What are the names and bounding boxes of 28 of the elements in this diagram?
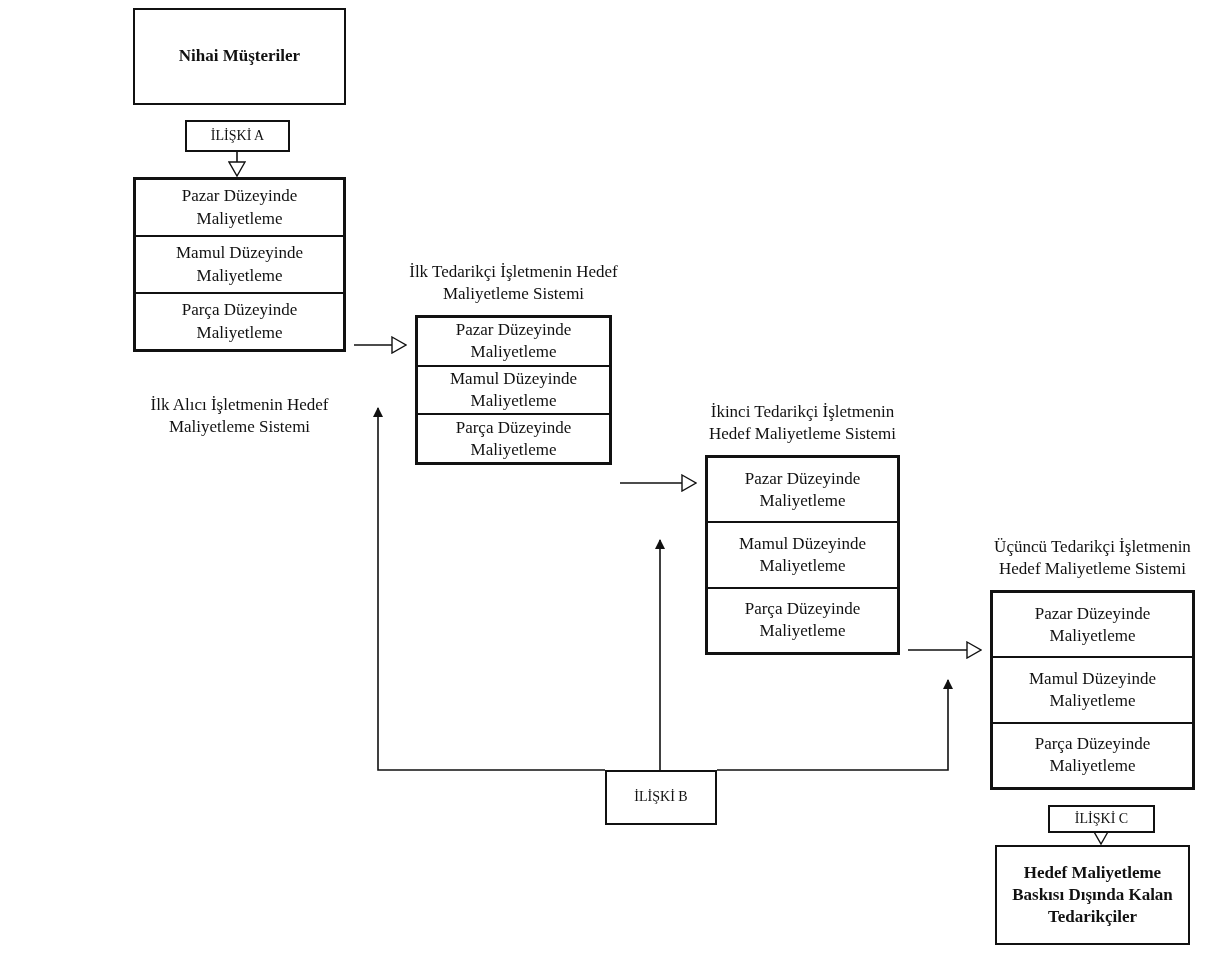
arrow (353, 336, 407, 354)
relation-box: İLİŞKİ C (1048, 805, 1155, 833)
system-heading: İlk Alıcı İşletmenin Hedef Maliyetleme Sistemi (149, 394, 330, 439)
arrow (619, 474, 697, 492)
costing-level-box: Pazar Düzeyinde Maliyetleme (992, 592, 1193, 658)
costing-level-box: Pazar Düzeyinde Maliyetleme (417, 317, 610, 366)
costing-level-box: Parça Düzeyinde Maliyetleme (135, 293, 344, 350)
costing-level-box: Parça Düzeyinde Maliyetleme (417, 414, 610, 463)
system-heading: Üçüncü Tedarikçi İşletmenin Hedef Maliyetleme Sistemi (993, 535, 1192, 580)
customer-box: Nihai Müşteriler (133, 8, 346, 105)
costing-level-box: Mamul Düzeyinde Maliyetleme (135, 236, 344, 293)
arrow (655, 539, 665, 771)
costing-level-box: Parça Düzeyinde Maliyetleme (992, 722, 1193, 788)
arrow (228, 151, 246, 177)
arrow (907, 641, 982, 659)
supplier-box: Hedef Maliyetleme Baskısı Dışında Kalan Tedarikçiler (995, 845, 1190, 945)
arrow (373, 407, 606, 771)
costing-level-box: Mamul Düzeyinde Maliyetleme (707, 522, 898, 588)
costing-level-box: Mamul Düzeyinde Maliyetleme (417, 365, 610, 415)
system-heading: İkinci Tedarikçi İşletmenin Hedef Maliyetleme Sistemi (708, 400, 897, 445)
relation-box: İLİŞKİ B (605, 770, 717, 825)
costing-level-box: Mamul Düzeyinde Maliyetleme (992, 657, 1193, 723)
relation-box: İLİŞKİ A (185, 120, 290, 152)
arrow (716, 679, 953, 771)
costing-level-box: Pazar Düzeyinde Maliyetleme (135, 179, 344, 236)
costing-level-box: Parça Düzeyinde Maliyetleme (707, 587, 898, 653)
costing-level-box: Pazar Düzeyinde Maliyetleme (707, 457, 898, 523)
system-heading: İlk Tedarikçi İşletmenin Hedef Maliyetleme Sistemi (408, 260, 619, 305)
